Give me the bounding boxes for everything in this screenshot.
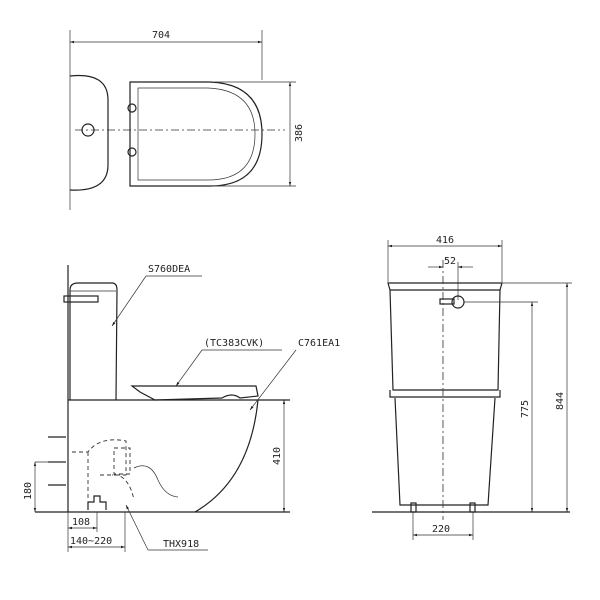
side-view: 180 410 108 140~220 S760DEA (TC383CVK) C…	[23, 264, 340, 552]
top-width-dim: 704	[152, 30, 170, 41]
hose	[133, 465, 179, 498]
front-view: 416 52 775 844 220	[372, 235, 572, 540]
seat-top-outline	[129, 81, 263, 187]
feet-spacing-dim: 220	[432, 524, 450, 535]
top-view: 704 386	[69, 30, 305, 210]
tank-lid	[387, 282, 503, 291]
wall-bolts	[48, 436, 66, 486]
bowl-front	[394, 397, 496, 506]
inlet-offset-dim: 52	[444, 256, 456, 267]
total-height-dim: 844	[555, 392, 566, 410]
bowl-curve	[194, 399, 259, 513]
bowl-height-dim: 410	[272, 447, 283, 465]
inlet-height-dim: 180	[23, 482, 34, 500]
rough-in-dim: 140~220	[70, 536, 112, 547]
tank-model-label: S760DEA	[148, 264, 190, 275]
bowl-model-label: C761EA1	[298, 338, 340, 349]
seat-model-label: (TC383CVK)	[204, 338, 264, 349]
tank-top-outline	[69, 74, 109, 191]
concealed-trap	[72, 439, 135, 501]
tank-front	[389, 289, 501, 391]
inlet-height-front-dim: 775	[520, 400, 531, 418]
front-width-dim: 416	[436, 235, 454, 246]
trap-model-label: THX918	[163, 539, 199, 550]
inlet-valve	[63, 295, 99, 303]
top-depth-dim: 386	[294, 124, 305, 142]
outlet-offset-dim: 108	[72, 517, 90, 528]
tank-side	[69, 282, 118, 401]
seat-side	[130, 385, 259, 401]
